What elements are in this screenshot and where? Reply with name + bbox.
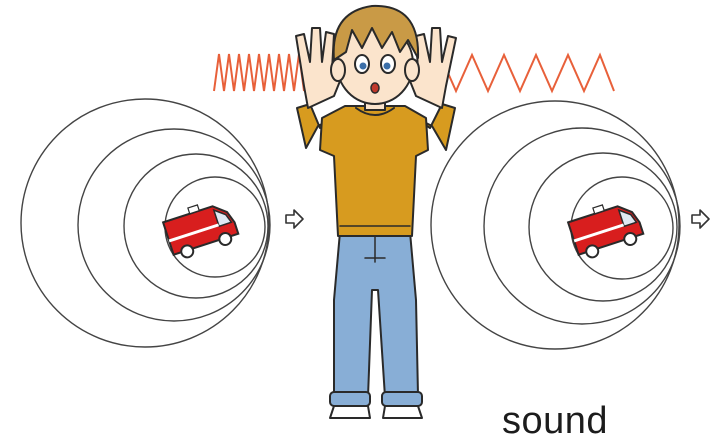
jeans [334,232,418,397]
arrow-right-icon [286,210,303,228]
mouth [371,83,379,93]
left-foot [330,406,370,418]
ambulance-body [568,201,643,254]
wavefront-ring [431,101,679,349]
ambulance-icon [161,196,240,262]
wavefronts-right [431,101,680,349]
right-foot [383,406,422,418]
right-pupil [384,63,391,70]
shirt [320,106,428,236]
left-cuff [330,392,370,406]
left-ear [331,59,345,81]
right-ear [405,59,419,81]
caption-sound: sound [502,402,608,440]
ambulance-icon [566,196,645,262]
right-cuff [382,392,422,406]
ambulance-body [163,201,238,254]
left-pupil [360,63,367,70]
arrow-right-icon [692,210,709,228]
